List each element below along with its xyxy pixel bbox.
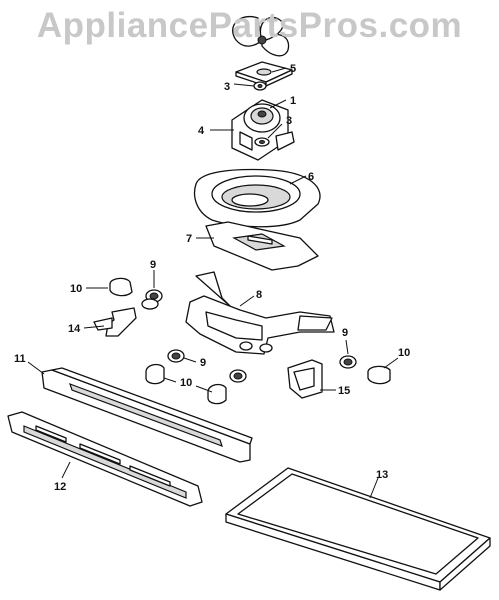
part-8-light-housing [185, 271, 335, 355]
leader-lines [27, 67, 399, 499]
callout-12: 12 [54, 481, 66, 493]
callout-9-c: 9 [342, 327, 348, 339]
callout-10-c: 10 [398, 347, 410, 359]
callout-5: 5 [290, 63, 296, 75]
callout-9-a: 9 [150, 259, 156, 271]
part-14-socket-bracket [93, 307, 137, 337]
callout-7: 7 [186, 233, 192, 245]
callout-3-top: 3 [224, 81, 230, 93]
part-9-lamp-socket-d [339, 355, 357, 369]
callout-1: 1 [290, 95, 296, 107]
part-10-light-bulb-d [367, 365, 391, 385]
part-9-lamp-socket-b [167, 349, 185, 363]
part-15-socket-bracket [287, 359, 323, 399]
part-11-cover-strip [41, 367, 253, 463]
part-3-washer-top [253, 81, 267, 91]
part-12-grille [7, 411, 203, 507]
callout-14: 14 [68, 323, 81, 335]
part-10-light-bulb-b [145, 363, 165, 385]
callout-3-motor: 3 [286, 115, 292, 127]
callout-10-b: 10 [180, 377, 192, 389]
callout-4: 4 [198, 125, 205, 137]
callout-6: 6 [308, 171, 314, 183]
part-1-fan-motor [231, 99, 295, 161]
part-13-shelf [225, 467, 491, 591]
callout-15: 15 [338, 385, 350, 397]
part-9-lamp-socket-c [229, 369, 247, 383]
part-10-light-bulb-c [207, 383, 227, 405]
callout-8: 8 [256, 289, 262, 301]
fan-blade [232, 15, 290, 57]
part-10-light-bulb-a [109, 277, 133, 297]
part-6-fan-housing [193, 168, 321, 228]
part-7-air-plate [205, 221, 319, 271]
callout-9-b: 9 [200, 357, 206, 369]
callout-13: 13 [376, 469, 388, 481]
part-9-lamp-socket-a [141, 289, 163, 310]
callout-10-a: 10 [70, 283, 82, 295]
callout-11: 11 [14, 353, 26, 365]
